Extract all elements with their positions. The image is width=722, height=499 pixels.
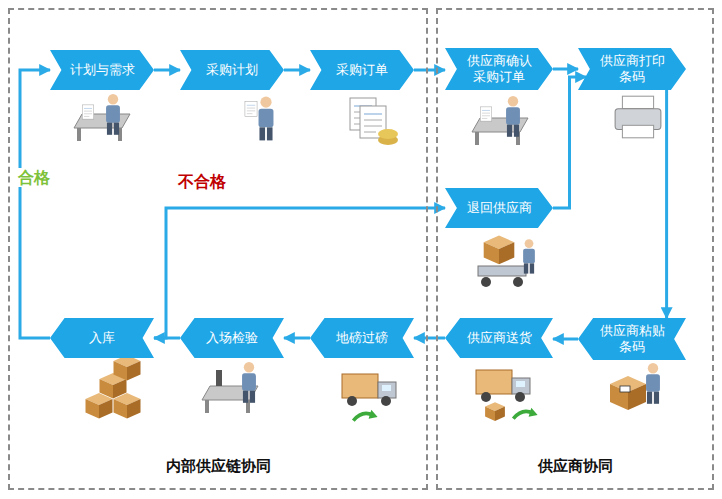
flow-connector (553, 68, 578, 71)
flow-connector (154, 69, 180, 72)
flow-connector (20, 70, 50, 338)
step-label: 入场检验 (206, 330, 258, 346)
edge-label: 合格 (16, 168, 52, 187)
barcode-label (620, 386, 630, 392)
return-icon (478, 235, 535, 287)
coins (378, 129, 398, 139)
microscope (216, 370, 222, 386)
step-label: 退回供应商 (467, 200, 532, 216)
step-label: 采购订单 (336, 62, 388, 78)
process-banner: 地磅过磅 (310, 318, 414, 358)
purchase-order-icon (350, 98, 398, 145)
deliver-icon (476, 370, 538, 421)
process-banner: 供应商打印 条码 (578, 48, 686, 90)
step-label: 供应商送货 (467, 330, 532, 346)
step-label: 供应商确认 采购订单 (463, 53, 535, 84)
step-label: 地磅过磅 (336, 330, 388, 346)
weigh-icon (342, 374, 396, 421)
wheel (513, 277, 523, 287)
edge-label: 不合格 (176, 172, 228, 191)
process-banner: 供应商确认 采购订单 (445, 48, 553, 90)
printer-icon (615, 96, 661, 138)
flow-connector (284, 337, 310, 340)
stock-icon (86, 355, 141, 419)
process-banner: 计划与需求 (50, 50, 154, 90)
region-title: 供应商协同 (438, 457, 712, 476)
wheel (481, 277, 491, 287)
step-label: 入库 (89, 330, 115, 346)
flow-connector (553, 77, 586, 208)
swimlane-region: 内部供应链协同 计划与需求 采购计划 采购订单入库 入场检验 地磅过磅 (8, 8, 428, 490)
cart (478, 266, 526, 276)
process-banner: 入场检验 (180, 318, 284, 358)
process-banner: 入库 (50, 318, 154, 358)
flow-connector (284, 69, 310, 72)
confirm-icon (472, 96, 528, 145)
step-label: 采购计划 (206, 62, 258, 78)
process-banner: 采购订单 (310, 50, 414, 90)
flow-connector (414, 337, 445, 340)
step-label: 计划与需求 (70, 62, 135, 78)
region-title: 内部供应链协同 (10, 457, 426, 476)
process-banner: 供应商送货 (445, 318, 553, 358)
purchase-plan-icon (245, 97, 274, 141)
step-label: 供应商粘贴 条码 (596, 323, 668, 354)
process-banner: 退回供应商 (445, 188, 553, 228)
process-banner: 供应商粘贴 条码 (578, 318, 686, 360)
flow-connector (414, 69, 445, 72)
process-banner: 采购计划 (180, 50, 284, 90)
label-icon (610, 363, 660, 410)
plan-icon (74, 94, 130, 141)
flow-connector (665, 90, 668, 318)
inspect-icon (202, 362, 258, 413)
swimlane-region: 供应商协同 供应商确认 采购订单 供应商打印 条码退回供应商供应商送货 供应商粘贴 条… (436, 8, 714, 490)
step-label: 供应商打印 条码 (596, 53, 668, 84)
flow-connector (553, 338, 578, 341)
